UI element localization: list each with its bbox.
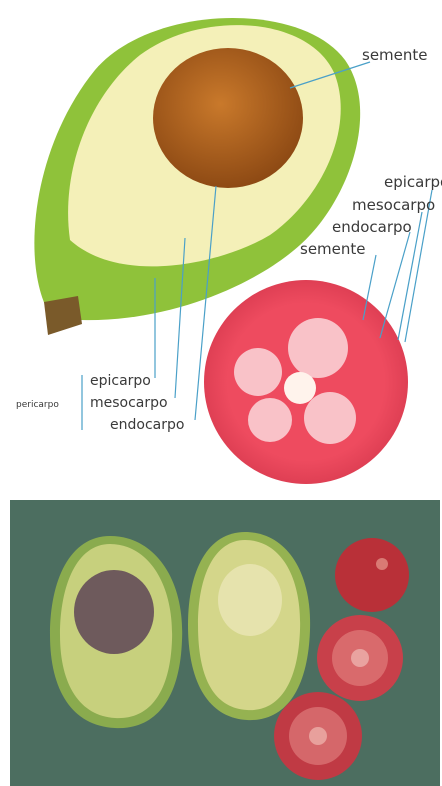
label-pericarp: pericarpo — [16, 400, 59, 410]
tomato-locule — [288, 318, 348, 378]
label-avocado-mesocarp: mesocarpo — [90, 395, 168, 411]
fruit-photograph — [10, 500, 440, 786]
photo-avocado-seed-cavity — [218, 564, 282, 636]
tomato-locule — [304, 392, 356, 444]
avocado-stem — [44, 296, 82, 335]
photo-whole-tomato-highlight — [376, 558, 388, 570]
label-avocado-epicarp: epicarpo — [90, 373, 151, 389]
tomato-locule — [234, 348, 282, 396]
label-tomato-mesocarp: mesocarpo — [352, 196, 435, 214]
label-avocado-endocarp: endocarpo — [110, 417, 184, 433]
photo-whole-tomato — [335, 538, 409, 612]
fruit-anatomy-illustration: semente epicarpo mesocarpo endocarpo sem… — [0, 0, 442, 500]
label-tomato-seed: semente — [300, 240, 366, 258]
photo-tomato-slice-middle-core — [351, 649, 369, 667]
photo-tomato-slice-bottom-core — [309, 727, 327, 745]
tomato-core — [284, 372, 316, 404]
photo-avocado-seed — [74, 570, 154, 654]
photo-avocado-with-seed — [50, 536, 182, 728]
tomato-locule — [248, 398, 292, 442]
label-avocado-seed: semente — [362, 46, 428, 64]
label-tomato-epicarp: epicarpo — [384, 173, 442, 191]
leader-tomato-endocarp — [380, 232, 410, 338]
photo-avocado-without-seed — [188, 532, 310, 720]
avocado-seed — [153, 48, 303, 188]
label-tomato-endocarp: endocarpo — [332, 218, 412, 236]
tomato-half-drawing — [204, 280, 408, 484]
